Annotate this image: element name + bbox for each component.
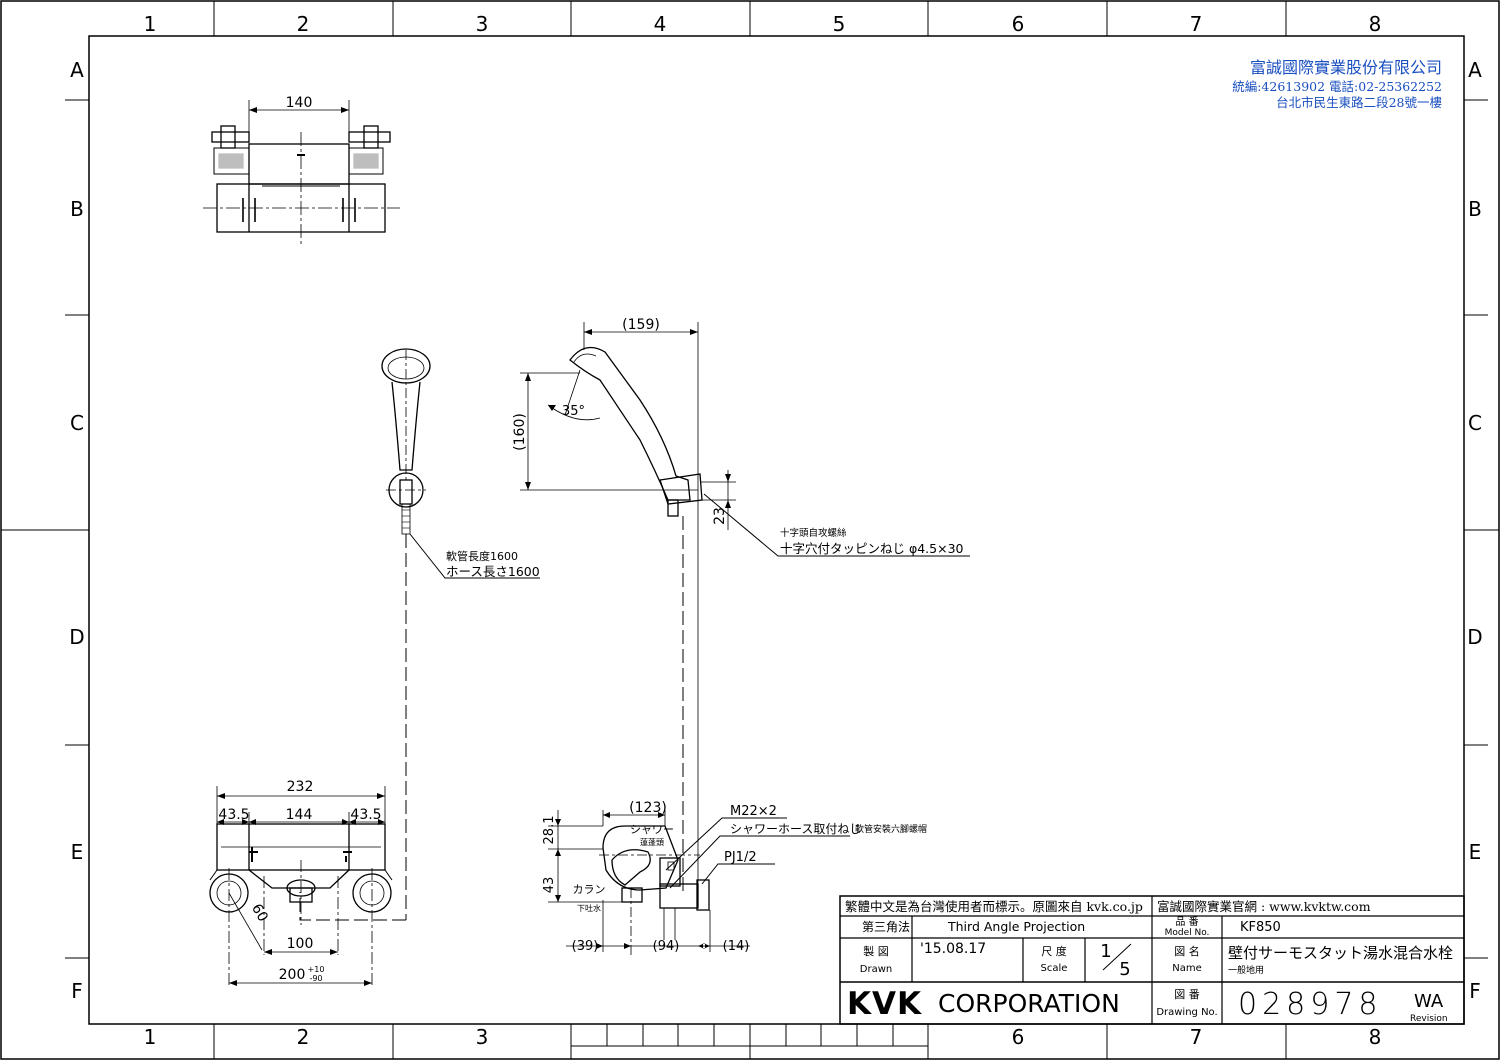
notice-text: 繁體中文是為台灣使用者而標示。原圖來自 kvk.co.jp <box>845 899 1143 914</box>
drawn-date: '15.08.17 <box>920 941 986 957</box>
model-value: KF850 <box>1240 920 1281 935</box>
scale-denominator: 5 <box>1119 959 1130 980</box>
drawing-label-ja: 図 番 <box>1174 988 1200 1001</box>
row-label-right: E <box>1469 840 1482 864</box>
name-label-ja: 図 名 <box>1174 944 1200 958</box>
dim-28-1: 28.1 <box>542 816 557 845</box>
revision-code: WA <box>1414 991 1444 1012</box>
row-label-left: E <box>71 840 84 864</box>
row-label-left: C <box>70 411 84 435</box>
col-label-top: 6 <box>1012 12 1025 36</box>
dim-100: 100 <box>287 936 314 952</box>
col-label-bottom: 6 <box>1012 1025 1025 1049</box>
hose-length-label-zh: 軟管長度1600 <box>446 549 518 563</box>
drawing-number: 028978 <box>1238 987 1383 1022</box>
projection-en: Third Angle Projection <box>947 919 1085 934</box>
name-label-en: Name <box>1172 963 1202 974</box>
website-text: 富誠國際實業官網 : www.kvktw.com <box>1157 899 1371 914</box>
grid-labels: 1 2 3 4 5 6 7 8 1 2 3 6 7 8 A B C D E F … <box>69 12 1482 1049</box>
drawn-label-ja: 製 図 <box>863 944 889 958</box>
company-stamp: 富誠國際實業股份有限公司 統編:42613902 電話:02-25362252 … <box>1232 58 1442 110</box>
col-label-top: 7 <box>1190 12 1203 36</box>
front-view-dimensions: 232 43.5 144 43.5 60 100 200 +10 -90 <box>218 779 381 983</box>
pj-label: PJ1/2 <box>724 850 757 865</box>
col-label-bottom: 8 <box>1369 1025 1382 1049</box>
shower-head-front <box>299 348 540 921</box>
shower-label-zh: 蓮蓬頭 <box>640 837 664 847</box>
col-label-top: 8 <box>1369 12 1382 36</box>
row-label-left: A <box>70 58 84 82</box>
hose-length-label-ja: ホース長さ1600 <box>446 564 540 579</box>
col-label-bottom: 2 <box>297 1025 310 1049</box>
corporation-text: CORPORATION <box>938 989 1120 1018</box>
spout-label-ja: カラン <box>573 883 606 896</box>
spout-label-zh: 下吐水 <box>577 903 601 913</box>
company-address: 台北市民生東路二段28號一樓 <box>1276 95 1442 110</box>
hose-thread-label-ja: シャワーホース取付ねじ <box>730 822 861 836</box>
shower-head-side <box>520 322 970 900</box>
dim-23: 23 <box>712 507 728 525</box>
projection-ja: 第三角法 <box>862 920 910 934</box>
dim-43-5-right: 43.5 <box>350 807 381 823</box>
dim-60: 60 <box>248 901 271 924</box>
title-block <box>839 895 1465 1025</box>
row-label-left: B <box>70 197 84 221</box>
angle-35: 35° <box>562 404 585 419</box>
scale-label-en: Scale <box>1041 963 1068 974</box>
dim-14: (14) <box>723 939 750 954</box>
title-block-text: 繁體中文是為台灣使用者而標示。原圖來自 kvk.co.jp 富誠國際實業官網 :… <box>845 899 1453 1024</box>
model-label-ja: 品 番 <box>1175 916 1198 928</box>
dim-123: (123) <box>629 800 667 816</box>
col-label-bottom: 3 <box>476 1025 489 1049</box>
dim-43-5-left: 43.5 <box>218 807 249 823</box>
faucet-side-view <box>548 810 850 955</box>
col-label-top: 1 <box>144 12 157 36</box>
shower-label-ja: シャワー <box>630 823 674 836</box>
dim-200: 200 <box>279 967 306 983</box>
row-label-left: D <box>69 625 84 649</box>
col-label-top: 2 <box>297 12 310 36</box>
col-label-top: 3 <box>476 12 489 36</box>
dim-94: (94) <box>653 939 680 954</box>
top-view-dim-width: 140 <box>286 95 313 111</box>
tol-lower: -90 <box>309 974 322 983</box>
model-label-en: Model No. <box>1165 928 1210 938</box>
row-label-left: F <box>71 979 83 1003</box>
dim-159: (159) <box>622 317 660 333</box>
col-label-bottom: 7 <box>1190 1025 1203 1049</box>
top-view <box>203 100 400 244</box>
screw-label-zh: 十字頭自攻螺絲 <box>780 527 847 539</box>
row-label-right: B <box>1468 197 1482 221</box>
tol-upper: +10 <box>308 965 325 974</box>
row-label-right: D <box>1467 625 1482 649</box>
col-label-top: 5 <box>833 12 846 36</box>
dim-39: (39) <box>572 939 599 954</box>
company-name: 富誠國際實業股份有限公司 <box>1250 58 1442 77</box>
product-name: 壁付サーモスタット湯水混合水栓 <box>1228 944 1453 962</box>
col-label-top: 4 <box>654 12 667 36</box>
scale-numerator: 1 <box>1100 941 1111 962</box>
kvk-logo: KVK <box>847 986 922 1022</box>
hose-thread-label-zh: 軟管安裝六腳螺帽 <box>855 823 927 835</box>
col-label-bottom: 1 <box>144 1025 157 1049</box>
dim-160: (160) <box>512 413 528 451</box>
scale-label-ja: 尺 度 <box>1041 944 1067 958</box>
screw-label-ja: 十字穴付タッピンねじ φ4.5×30 <box>780 541 964 556</box>
dim-232: 232 <box>287 779 314 795</box>
row-label-right: F <box>1469 979 1481 1003</box>
thread-label: M22×2 <box>730 804 777 819</box>
company-ids: 統編:42613902 電話:02-25362252 <box>1232 79 1442 94</box>
dim-43: 43 <box>542 877 557 894</box>
dim-144: 144 <box>286 807 313 823</box>
row-label-right: A <box>1468 58 1482 82</box>
drawn-label-en: Drawn <box>860 964 892 975</box>
revision-label: Revision <box>1410 1014 1448 1024</box>
product-subname: 一般地用 <box>1228 964 1264 976</box>
drawing-label-en: Drawing No. <box>1156 1007 1217 1018</box>
faucet-front-view <box>209 786 393 986</box>
side-view-labels: (123) 28.1 43 M22×2 シャワーホース取付ねじ 軟管安裝六腳螺帽… <box>542 800 927 954</box>
row-label-right: C <box>1468 411 1482 435</box>
